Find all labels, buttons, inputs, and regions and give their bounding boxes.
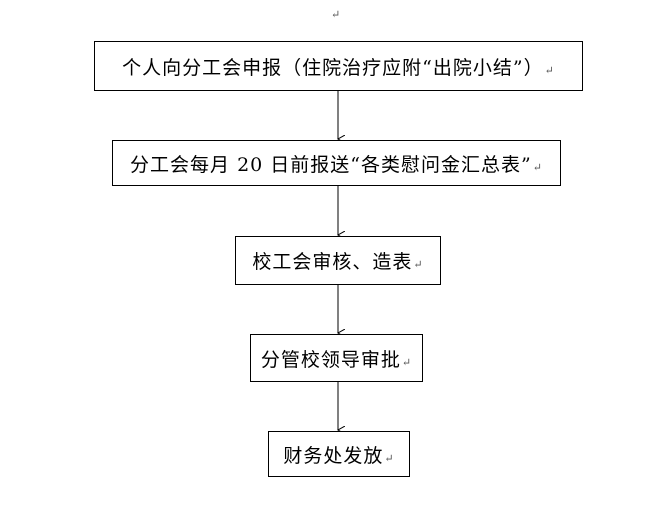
paragraph-mark: ↵	[413, 258, 424, 271]
flow-step-review: 校工会审核、造表↵	[235, 236, 441, 285]
paragraph-mark: ↵	[401, 355, 413, 369]
flow-step-approve-label: 分管校领导审批	[260, 348, 401, 371]
flow-step-approve: 分管校领导审批↵	[250, 334, 423, 382]
paragraph-mark: ↵	[532, 160, 543, 174]
paragraph-mark: ↵	[331, 8, 341, 21]
flow-step-disburse-label: 财务处发放	[283, 444, 384, 467]
paragraph-mark: ↵	[544, 63, 555, 77]
flow-step-submit-summary: 分工会每月 20 日前报送“各类慰问金汇总表”↵	[112, 140, 561, 186]
flow-step-review-label: 校工会审核、造表	[252, 251, 413, 273]
flow-step-apply-label: 个人向分工会申报（住院治疗应附“出院小结”）	[122, 56, 544, 79]
paragraph-mark: ↵	[384, 451, 395, 465]
flow-step-submit-summary-label: 分工会每月 20 日前报送“各类慰问金汇总表”	[130, 153, 532, 176]
flow-step-disburse: 财务处发放↵	[268, 431, 410, 477]
flow-step-apply: 个人向分工会申报（住院治疗应附“出院小结”）↵	[94, 41, 583, 91]
